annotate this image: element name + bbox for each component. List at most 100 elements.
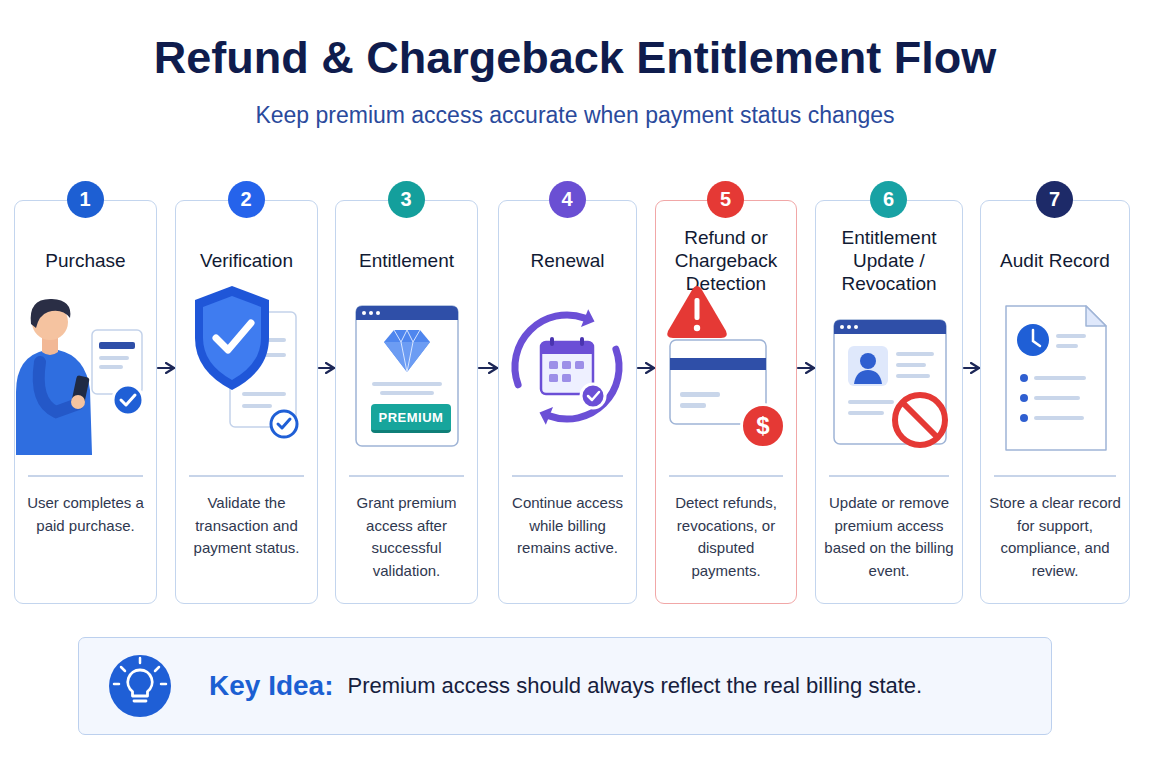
key-idea-text: Premium access should always reflect the… [348, 672, 923, 700]
process-card: Audit RecordStore a clear record for sup… [980, 200, 1130, 604]
revocation-illustration [834, 320, 946, 445]
process-card: Entitlement Update / RevocationUpdate or… [815, 200, 963, 604]
revocation-illustration-part [854, 325, 858, 329]
dollar-badge: $ [740, 403, 786, 449]
entitlement-illustration-part [356, 306, 458, 446]
renewal-illustration-part [581, 384, 605, 408]
entitlement-illustration-part [401, 342, 413, 372]
purchase-illustration-part [92, 330, 142, 394]
step-description: Validate the transaction and payment sta… [183, 492, 310, 560]
process-card: VerificationValidate the transaction and… [175, 200, 318, 604]
renewal-illustration-part [515, 315, 585, 385]
revocation-illustration-part [896, 352, 934, 356]
step-heading: Purchase [21, 231, 150, 289]
detection-illustration-part [680, 392, 720, 397]
subtitle-label: Keep premium access accurate when paymen… [0, 100, 1150, 130]
renewal-illustration-part [549, 361, 558, 369]
flow-arrow [319, 367, 334, 369]
step-description: Continue access while billing remains ac… [506, 492, 629, 560]
step-heading: Verification [182, 231, 311, 289]
audit-illustration-part [1056, 344, 1078, 348]
purchase-illustration-part [31, 299, 71, 328]
flow-arrow [638, 367, 654, 369]
revocation-illustration-part [848, 346, 888, 386]
audit-illustration [1006, 306, 1106, 450]
revocation-illustration-part [834, 320, 946, 334]
purchase-illustration [16, 299, 143, 455]
purchase-illustration-part [71, 375, 90, 405]
audit-illustration-part [1020, 394, 1028, 402]
step-heading: Entitlement Update / Revocation [822, 231, 956, 289]
detection-illustration-part [695, 298, 700, 320]
badge-text: 4 [561, 188, 572, 211]
flow-arrow [479, 367, 497, 369]
renewal-illustration-part [562, 374, 571, 382]
badge-text: 1 [79, 188, 90, 211]
badge-text: 3 [400, 188, 411, 211]
badge-text: 5 [720, 188, 731, 211]
premium-badge: PREMIUM [371, 404, 451, 433]
renewal-illustration [515, 309, 619, 424]
audit-illustration-part [1086, 306, 1106, 326]
verification-illustration-part [230, 312, 296, 427]
step-number: 1 [67, 181, 104, 218]
purchase-illustration-part [99, 365, 123, 369]
audit-illustration-part [1017, 324, 1049, 356]
step-number: 3 [388, 181, 425, 218]
revocation-illustration-part [834, 320, 946, 444]
revocation-illustration-part [847, 325, 851, 329]
detection-illustration-part [667, 286, 727, 338]
card-divider-lines-part [669, 475, 783, 476]
process-card: RenewalContinue access while billing rem… [498, 200, 637, 604]
card-divider-lines-part [994, 475, 1116, 476]
key-idea-heading: Key Idea: [209, 670, 334, 702]
step-heading: Entitlement [342, 231, 471, 289]
badge-text: 6 [883, 188, 894, 211]
revocation-illustration-part [860, 353, 876, 369]
renewal-illustration-part [588, 392, 599, 400]
verification-illustration-part [242, 404, 272, 408]
badge-text: 7 [1049, 188, 1060, 211]
flow-arrow [158, 367, 174, 369]
flow-arrow [964, 367, 979, 369]
verification-illustration-part [203, 296, 261, 380]
audit-illustration-part [1034, 396, 1080, 400]
purchase-illustration-part [16, 350, 92, 455]
entitlement-illustration-part [362, 311, 366, 315]
step-description: Update or remove premium access based on… [823, 492, 955, 582]
entitlement-illustration [356, 306, 458, 446]
revocation-illustration-part [902, 402, 938, 438]
entitlement-illustration-part [376, 311, 380, 315]
renewal-illustration-part [541, 342, 593, 394]
audit-illustration-part [1056, 334, 1086, 338]
revocation-illustration-part [896, 374, 930, 378]
revocation-illustration-part [840, 325, 844, 329]
revocation-illustration-part [896, 363, 926, 367]
purchase-illustration-part [32, 304, 68, 340]
step-heading: Audit Record [987, 231, 1123, 289]
revocation-illustration-part [854, 370, 882, 384]
card-divider-lines-part [512, 475, 623, 476]
audit-illustration-part [1033, 330, 1040, 346]
verification-illustration [195, 286, 297, 437]
detection-illustration-part [680, 403, 706, 408]
key-idea-box: Key Idea: Premium access should always re… [78, 637, 1052, 735]
verification-illustration-part [242, 392, 286, 396]
verification-illustration-part [195, 286, 269, 390]
card-divider-lines-part [349, 475, 464, 476]
audit-illustration-part [1020, 414, 1028, 422]
detection-illustration-part [670, 358, 766, 370]
renewal-illustration-part [581, 309, 595, 327]
process-card: Refund or Chargeback DetectionDetect ref… [655, 200, 797, 604]
audit-illustration-part [1006, 306, 1106, 450]
audit-illustration-part [1034, 416, 1084, 420]
verification-illustration-part [271, 411, 297, 437]
diagram-title: Refund & Chargeback Entitlement Flow [0, 30, 1150, 86]
renewal-illustration-part [580, 337, 584, 346]
renewal-illustration-part [549, 374, 558, 382]
step-number: 7 [1036, 181, 1073, 218]
entitlement-illustration-part [372, 382, 442, 386]
step-number: 5 [707, 181, 744, 218]
process-card: EntitlementGrant premium access after su… [335, 200, 478, 604]
